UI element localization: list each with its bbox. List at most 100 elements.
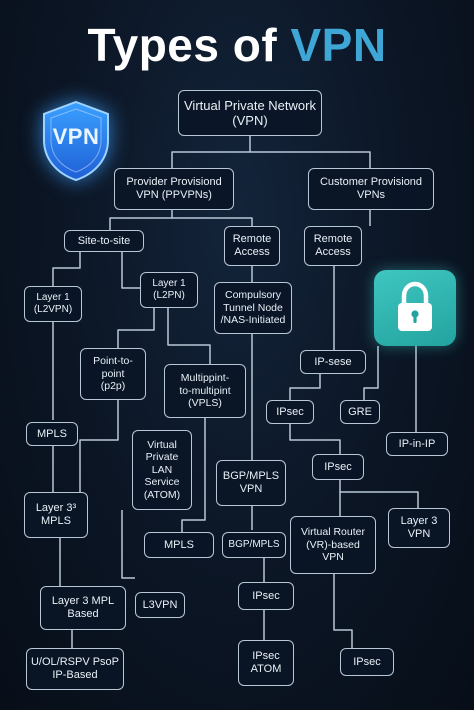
- node-point-to-point[interactable]: Point-to- point (p2p): [80, 348, 146, 400]
- edge-p2p-l3mpls: [79, 400, 119, 492]
- node-layer1-l2vpn[interactable]: Layer 1 (L2VPN): [24, 286, 82, 322]
- node-line: U/OL/RSPV PsoP: [30, 656, 120, 669]
- node-line: VPNs: [356, 189, 386, 201]
- node-line: Remote: [232, 233, 272, 246]
- node-line: IPsec: [324, 460, 352, 473]
- node-line: IPsec: [353, 655, 381, 668]
- node-line: IP-sese: [314, 355, 352, 368]
- node-provider-provisioned[interactable]: Provider Provisiond VPN (PPVPNs): [114, 168, 234, 210]
- node-virtual-router-vpn[interactable]: Virtual Router (VR)-based VPN: [290, 516, 376, 574]
- padlock-glyph: [398, 281, 432, 331]
- node-line: LAN: [151, 463, 173, 476]
- node-line: Layer 3³: [35, 502, 77, 515]
- node-layer3-mpls[interactable]: Layer 3³ MPLS: [24, 492, 88, 538]
- node-bgp-mpls-vpn[interactable]: BGP/MPLS VPN: [216, 460, 286, 506]
- node-ipsec-4[interactable]: IPsec: [340, 648, 394, 676]
- edge-vpls-l3vpn2: [121, 510, 135, 579]
- node-line: L3VPN: [142, 598, 178, 611]
- node-uol-ip-based[interactable]: U/OL/RSPV PsoP IP-Based: [26, 648, 124, 690]
- shield-label: VPN: [52, 124, 100, 149]
- node-ip-in-ip[interactable]: IP-in-IP: [386, 432, 448, 456]
- node-line: Remote: [313, 233, 353, 246]
- edge-lock-gre: [363, 346, 379, 400]
- node-ipsec-1[interactable]: IPsec: [266, 400, 314, 424]
- node-line: (VR)-based: [306, 538, 360, 551]
- node-line: Virtual Private Network: [184, 97, 316, 113]
- node-line: Provider Provisiond: [126, 176, 222, 189]
- edge-site-l1right: [121, 252, 140, 289]
- node-line: Layer 1: [36, 292, 70, 304]
- edge-provider-remote1: [172, 217, 253, 226]
- edge-l1right-multipoint: [167, 308, 211, 364]
- edge-multipoint-mpls2: [181, 418, 206, 532]
- node-line: IP-Based: [52, 669, 98, 681]
- vpn-shield-icon: [43, 100, 109, 182]
- node-site-to-site[interactable]: Site-to-site: [64, 230, 144, 252]
- node-l3vpn[interactable]: L3VPN: [135, 592, 185, 618]
- title-part-2: VPN: [290, 19, 387, 71]
- node-mpls-2[interactable]: MPLS: [144, 532, 214, 558]
- node-ipsec-atom[interactable]: IPsec ATOM: [238, 640, 294, 686]
- node-ipsec-2[interactable]: IPsec: [312, 454, 364, 480]
- node-line: BGP/MPLS: [228, 539, 280, 551]
- node-line: Layer 3 MPL: [51, 595, 115, 608]
- node-ip-sese[interactable]: IP-sese: [300, 350, 366, 374]
- node-line: ATOM: [250, 663, 282, 675]
- node-vpn-root[interactable]: Virtual Private Network (VPN): [178, 90, 322, 136]
- node-line: Layer 3: [400, 515, 438, 528]
- node-line: (VPLS): [188, 397, 222, 410]
- node-line: VPN: [239, 483, 263, 495]
- node-line: Private: [145, 451, 179, 464]
- node-line: VPN (PPVPNs): [136, 189, 212, 201]
- node-line: MPLS: [37, 427, 67, 440]
- node-line: GRE: [348, 405, 372, 418]
- edge-vrouter-ipsec4: [333, 574, 353, 648]
- edge-provider-site: [109, 210, 173, 230]
- edge-l1right-p2p: [117, 308, 155, 348]
- node-customer-provisioned[interactable]: Customer Provisiond VPNs: [308, 168, 434, 210]
- edge-root-customer: [250, 151, 371, 168]
- node-line: Based: [67, 608, 99, 620]
- node-line: Tunnel Node: [223, 301, 283, 314]
- node-line: Site-to-site: [77, 234, 131, 247]
- edge-ipsese-ipsec1: [289, 374, 321, 400]
- node-multipoint-vpls[interactable]: Multippint- to-multipint (VPLS): [164, 364, 246, 418]
- node-line: Customer Provisiond: [319, 176, 423, 189]
- node-layer1-l2pn[interactable]: Layer 1 (L2PN): [140, 272, 198, 308]
- edge-site-l1left: [52, 252, 81, 286]
- node-line: MPLS: [41, 515, 71, 527]
- node-virtual-private-lan-service[interactable]: Virtual Private LAN Service (ATOM): [132, 430, 192, 510]
- node-line: IPsec: [276, 405, 304, 418]
- node-line: Virtual: [147, 439, 177, 452]
- node-line: Point-to-: [93, 355, 133, 368]
- page-title: Types of VPN: [0, 18, 474, 72]
- node-line: (p2p): [100, 380, 126, 393]
- node-ipsec-3[interactable]: IPsec: [238, 582, 294, 610]
- node-line: point: [101, 367, 125, 380]
- node-line: (VPN): [232, 113, 268, 128]
- edge-ipsec2-l3vpn1: [339, 480, 419, 508]
- node-line: Compulsory: [224, 289, 282, 302]
- node-line: Service: [144, 476, 180, 489]
- edge-ipsec1-ipsec2: [289, 424, 341, 454]
- node-line: Virtual Router: [300, 526, 365, 539]
- node-mpls-1[interactable]: MPLS: [26, 422, 78, 446]
- node-line: (L2PN): [153, 290, 185, 301]
- node-remote-access-1[interactable]: Remote Access: [224, 226, 280, 266]
- node-line: IPsec: [252, 650, 280, 663]
- node-compulsory-tunnel[interactable]: Compulsory Tunnel Node /NAS-Initiated: [214, 282, 292, 334]
- node-line: MPLS: [164, 538, 194, 551]
- node-bgp-mpls[interactable]: BGP/MPLS: [222, 532, 286, 558]
- node-layer3-vpn[interactable]: Layer 3 VPN: [388, 508, 450, 548]
- node-layer3-mpl-based[interactable]: Layer 3 MPL Based: [40, 586, 126, 630]
- node-line: Access: [234, 246, 270, 258]
- title-part-1: Types of: [87, 19, 291, 71]
- node-line: IPsec: [252, 589, 280, 602]
- node-line: (ATOM): [143, 488, 181, 501]
- node-gre[interactable]: GRE: [340, 400, 380, 424]
- node-remote-access-2[interactable]: Remote Access: [304, 226, 362, 266]
- edge-root-provider: [171, 136, 251, 168]
- node-line: /NAS-Initiated: [220, 314, 286, 327]
- node-line: VPN: [407, 528, 431, 540]
